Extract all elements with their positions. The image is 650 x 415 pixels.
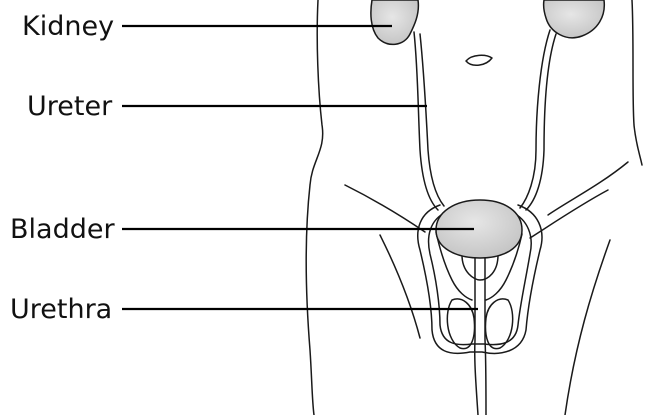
kidneys: [371, 0, 604, 44]
ureter-right-outer: [520, 30, 550, 208]
leader-lines: [122, 26, 478, 309]
urethra-left-wall: [475, 258, 478, 415]
ureters: [414, 30, 556, 210]
thigh-right-inner: [565, 240, 610, 415]
urethra-label: Urethra: [10, 294, 112, 325]
ureter-label: Ureter: [27, 91, 113, 122]
hip-right-curve: [548, 162, 628, 215]
labels: Kidney Ureter Bladder Urethra: [10, 11, 115, 325]
urethra-tube: [475, 258, 486, 415]
thigh-left-inner: [380, 235, 420, 338]
groin-left-crease: [345, 185, 425, 232]
torso-right-edge: [632, 0, 642, 165]
kidney-label: Kidney: [22, 11, 114, 42]
navel: [466, 55, 492, 65]
testis-left: [447, 299, 474, 349]
kidney-right: [544, 0, 605, 38]
ureter-right-inner: [526, 34, 556, 210]
torso-left-edge: [306, 0, 323, 415]
bladder-label: Bladder: [10, 214, 115, 245]
kidney-left: [371, 0, 419, 44]
